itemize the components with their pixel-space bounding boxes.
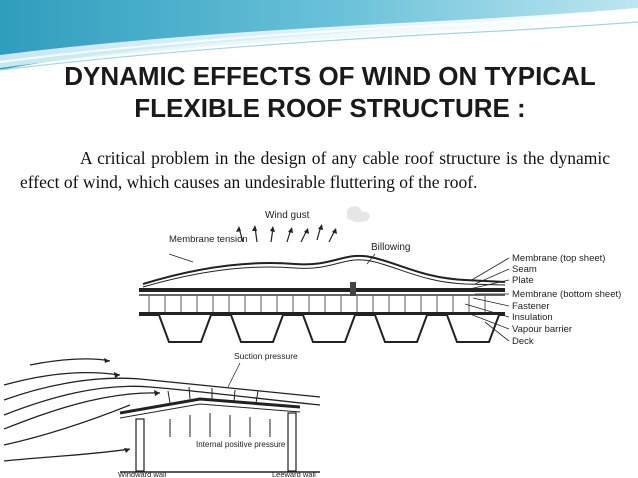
roof-section-figure: Wind gust Membrane tension Billowing	[135, 202, 638, 362]
legend-plate: Plate	[512, 275, 534, 286]
internal-pressure-label: Internal positive pressure	[196, 440, 286, 449]
billowing-label: Billowing	[371, 242, 410, 253]
suction-pressure-label: Suction pressure	[234, 351, 298, 361]
slide-title-line1: DYNAMIC EFFECTS OF WIND ON TYPICAL	[64, 61, 596, 91]
slide-title: DYNAMIC EFFECTS OF WIND ON TYPICAL FLEXI…	[50, 60, 610, 124]
building-wind-diagram: Suction pressure Internal positive press…	[3, 351, 321, 478]
legend-seam: Seam	[512, 264, 537, 275]
windward-wall-label: Windward wall	[118, 470, 167, 478]
wind-gust-label: Wind gust	[265, 210, 310, 221]
legend-membrane-bottom: Membrane (bottom sheet)	[512, 289, 621, 300]
legend-insulation: Insulation	[512, 312, 553, 323]
slide-title-line2: FLEXIBLE ROOF STRUCTURE :	[134, 93, 526, 123]
slide-body-text: A critical problem in the design of any …	[20, 148, 610, 192]
roof-section-diagram: Wind gust Membrane tension Billowing	[139, 206, 621, 347]
legend-fastener: Fastener	[512, 301, 550, 312]
legend-membrane-top: Membrane (top sheet)	[512, 253, 605, 264]
leeward-wall-label: Leeward wall	[272, 470, 316, 478]
legend-deck: Deck	[512, 336, 534, 347]
membrane-tension-label: Membrane tension	[169, 234, 248, 245]
legend-vapour-barrier: Vapour barrier	[512, 324, 572, 335]
header-swoosh-decoration	[0, 0, 638, 71]
building-wind-figure: Suction pressure Internal positive press…	[0, 345, 335, 478]
